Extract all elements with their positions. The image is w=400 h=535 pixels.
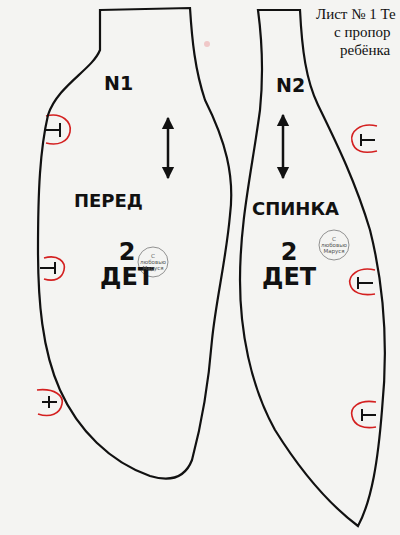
grain-arrow [167, 118, 170, 178]
sheet-title: ребёнка [340, 42, 390, 59]
watermark: С любовью Маруся [140, 253, 166, 271]
part-number: N1 [104, 74, 133, 94]
cut-line [38, 8, 231, 479]
pattern-piece: N2СПИНКА 2 ДЕТ [236, 6, 396, 532]
grain-arrow [282, 115, 285, 178]
cut-count: 2 ДЕТ [262, 240, 316, 290]
paper-dot [204, 41, 210, 47]
part-number: N2 [276, 76, 305, 96]
part-name: СПИНКА [252, 200, 339, 219]
cut-line [240, 10, 385, 526]
stamp [138, 230, 349, 277]
pattern-piece: N1ПЕРЕД2 ДЕТ [36, 6, 238, 488]
watermark: С любовью Маруся [321, 236, 347, 254]
sheet-title: с пропор [334, 24, 390, 41]
sheet-title: Лист № 1 Те [316, 6, 396, 23]
piece-outline [36, 6, 238, 488]
part-name: ПЕРЕД [74, 192, 143, 211]
